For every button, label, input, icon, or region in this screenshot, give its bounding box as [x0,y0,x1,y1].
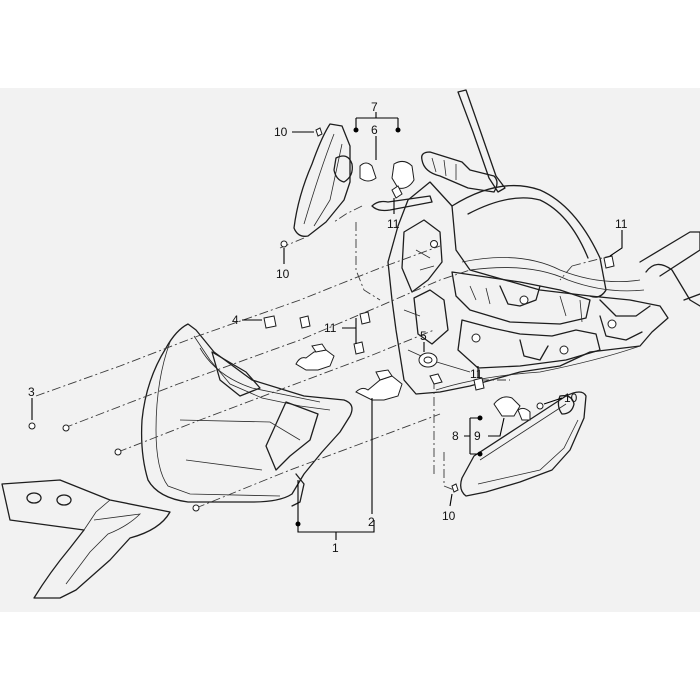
fairing-panel [1,479,171,599]
callout-11-mid: 11 [324,321,337,335]
callout-4: 4 [232,313,239,327]
callout-2: 2 [368,515,375,529]
right-turn-signal [460,391,587,497]
callout-3: 3 [28,385,35,399]
callout-11-center: 11 [387,217,400,231]
front-frame-assembly [371,89,700,395]
callout-labels: 7 6 10 11 11 10 4 11 5 3 11 10 8 9 10 2 … [28,100,628,555]
callout-7: 7 [371,100,378,114]
callout-11-lower: 11 [470,367,483,381]
callout-1: 1 [332,541,339,555]
callout-5: 5 [420,329,427,343]
callout-8: 8 [452,429,459,443]
callout-leaders [31,112,623,540]
small-parts [28,127,615,512]
callout-10-right: 10 [564,391,578,405]
headlight-unit [140,323,353,507]
callout-10-top: 10 [274,125,288,139]
callout-10-bottom: 10 [442,509,456,523]
callout-11-right: 11 [615,217,628,231]
callout-6: 6 [371,123,378,137]
left-turn-signal [293,123,353,237]
callout-10-left: 10 [276,267,290,281]
callout-9: 9 [474,429,481,443]
